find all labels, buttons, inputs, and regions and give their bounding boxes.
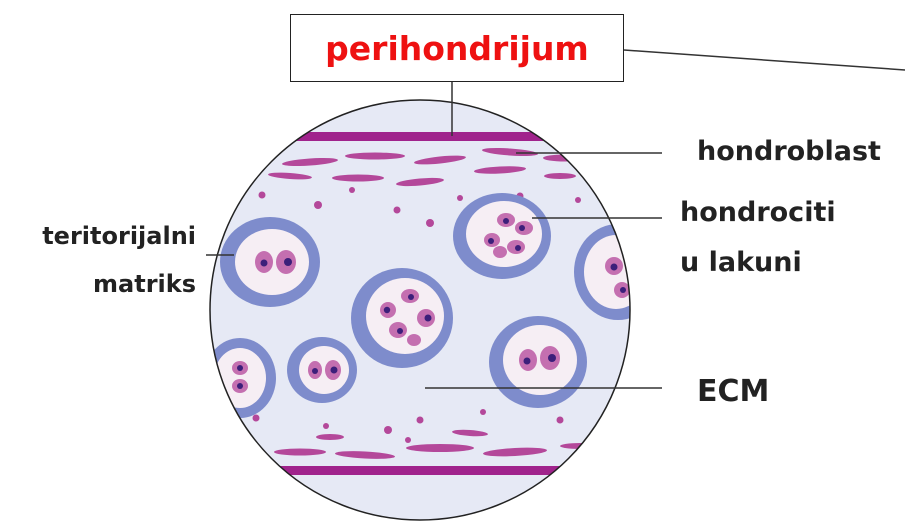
label-hondrociti-line1: hondrociti xyxy=(680,188,836,238)
chondrocyte-group-left xyxy=(220,217,320,307)
chondrocyte-group-lower-mid xyxy=(287,337,357,403)
label-teritorijalni-line2: matriks xyxy=(20,260,196,308)
label-hondrociti-u-lakuni: hondrociti u lakuni xyxy=(680,188,836,288)
perichondrium-band-bottom xyxy=(200,466,640,475)
chondrocyte-group-center xyxy=(351,268,453,368)
leader-line-perihondrijum-right xyxy=(624,50,905,70)
title-perihondrijum: perihondrijum xyxy=(290,14,624,82)
label-hondroblast: hondroblast xyxy=(697,136,881,167)
perichondrium-band-top xyxy=(200,132,640,141)
label-teritorijalni-matriks: teritorijalni matriks xyxy=(20,212,196,308)
chondrocyte-group-lower-right xyxy=(489,316,587,408)
label-teritorijalni-line1: teritorijalni xyxy=(20,212,196,260)
cartilage-section-circle xyxy=(200,100,662,520)
chondrocyte-group-lower-left xyxy=(204,338,276,418)
chondrocyte-group-top-right xyxy=(453,193,551,279)
label-hondrociti-line2: u lakuni xyxy=(680,238,836,288)
label-ecm: ECM xyxy=(697,374,769,409)
